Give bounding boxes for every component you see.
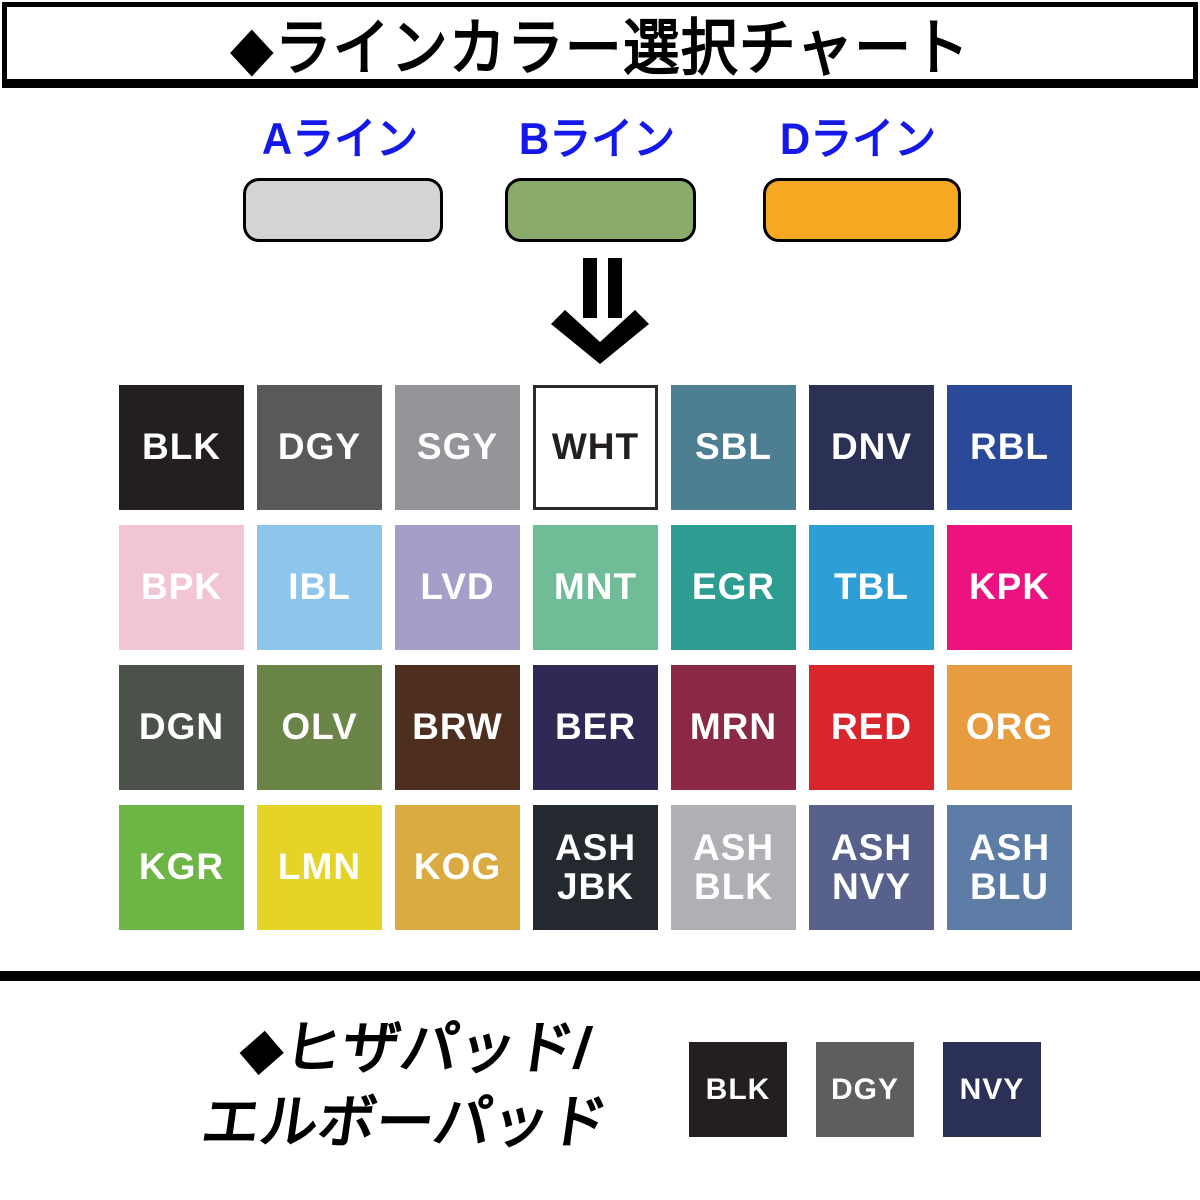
swatch-code-line2: BLU	[969, 865, 1050, 907]
color-swatch-kog: KOG	[395, 805, 520, 930]
swatch-code: IBL	[288, 566, 351, 608]
swatch-code: BRW	[412, 706, 503, 748]
color-swatch-dgy: DGY	[257, 385, 382, 510]
double-down-arrow-icon	[545, 258, 655, 371]
color-swatch-brw: BRW	[395, 665, 520, 790]
swatch-code: BER	[554, 706, 637, 748]
color-swatch-dnv: DNV	[809, 385, 934, 510]
pad-color-swatch-blk: BLK	[689, 1042, 787, 1137]
swatch-code: KOG	[413, 846, 502, 888]
swatch-code: LVD	[420, 566, 495, 608]
color-swatch-ibl: IBL	[257, 525, 382, 650]
color-swatch-dgn: DGN	[119, 665, 244, 790]
swatch-code: KPK	[968, 566, 1051, 608]
swatch-code-line2: JBK	[556, 865, 635, 907]
swatch-code: DGY	[277, 426, 362, 468]
swatch-code: RED	[830, 706, 913, 748]
swatch-code: BPK	[140, 566, 223, 608]
swatch-code: BLK	[141, 426, 222, 468]
swatch-code: RBL	[969, 426, 1050, 468]
line-option-swatch	[763, 178, 961, 242]
color-swatch-mnt: MNT	[533, 525, 658, 650]
color-swatch-ber: BER	[533, 665, 658, 790]
swatch-code: MNT	[553, 566, 638, 608]
page-title: ◆ラインカラー選択チャート	[229, 13, 971, 83]
line-option-label: Dライン	[779, 113, 937, 164]
pad-swatch-code: BLK	[705, 1072, 771, 1106]
swatch-code: SGY	[416, 426, 499, 468]
swatch-code: DGN	[138, 706, 225, 748]
line-option-label: Bライン	[518, 113, 676, 164]
title-bar: ◆ラインカラー選択チャート	[2, 2, 1198, 88]
color-swatch-org: ORG	[947, 665, 1072, 790]
color-swatch-wht: WHT	[533, 385, 658, 510]
pads-section-heading: ◆ヒザパッド/ エルボーパッド	[85, 1012, 736, 1160]
color-swatch-tbl: TBL	[809, 525, 934, 650]
swatch-code-line1: ASH	[554, 826, 637, 868]
color-swatch-kpk: KPK	[947, 525, 1072, 650]
swatch-code-line2: NVY	[831, 865, 912, 907]
color-swatch-red: RED	[809, 665, 934, 790]
line-color-grid: BLK DGY SGY WHT SBL DNV RBL BPK IBL LVD MNT EGR TBL K…	[119, 385, 1072, 930]
pad-swatch-code: DGY	[830, 1072, 899, 1106]
line-option-swatch	[243, 178, 443, 242]
swatch-code: ORG	[965, 706, 1054, 748]
swatch-code: EGR	[691, 566, 776, 608]
swatch-code-line2: BLK	[693, 865, 774, 907]
swatch-code: DNV	[830, 426, 913, 468]
color-swatch-olv: OLV	[257, 665, 382, 790]
line-option-d: Dライン	[698, 105, 1018, 242]
swatch-code-line1: ASH	[968, 826, 1051, 868]
color-swatch-blk: BLK	[119, 385, 244, 510]
section-divider	[0, 971, 1200, 981]
swatch-code: LMN	[277, 846, 362, 888]
color-swatch-lmn: LMN	[257, 805, 382, 930]
color-swatch-mrn: MRN	[671, 665, 796, 790]
color-swatch-rbl: RBL	[947, 385, 1072, 510]
pad-color-swatch-dgy: DGY	[816, 1042, 914, 1137]
line-option-swatch	[505, 178, 696, 242]
swatch-code: TBL	[834, 566, 909, 608]
swatch-code: SBL	[695, 426, 772, 468]
swatch-code: WHT	[551, 426, 640, 468]
swatch-code: MRN	[689, 706, 778, 748]
line-option-label: Aライン	[261, 113, 419, 164]
color-swatch-sbl: SBL	[671, 385, 796, 510]
color-swatch-bpk: BPK	[119, 525, 244, 650]
pads-heading-line1: ◆ヒザパッド/	[235, 1016, 596, 1081]
swatch-code: OLV	[281, 706, 358, 748]
swatch-code-line1: ASH	[830, 826, 913, 868]
pad-color-swatch-nvy: NVY	[943, 1042, 1041, 1137]
swatch-code-line1: ASH	[692, 826, 775, 868]
pads-color-swatches: BLK DGY NVY	[689, 1042, 1041, 1137]
color-swatch-sgy: SGY	[395, 385, 520, 510]
color-swatch-kgr: KGR	[119, 805, 244, 930]
line-option-a: Aライン	[180, 105, 500, 242]
color-swatch-egr: EGR	[671, 525, 796, 650]
color-swatch-lvd: LVD	[395, 525, 520, 650]
line-option-b: Bライン	[437, 105, 757, 242]
pads-heading-line2: エルボーパッド	[197, 1090, 613, 1156]
swatch-code: KGR	[138, 846, 225, 888]
pad-swatch-code: NVY	[959, 1072, 1025, 1106]
